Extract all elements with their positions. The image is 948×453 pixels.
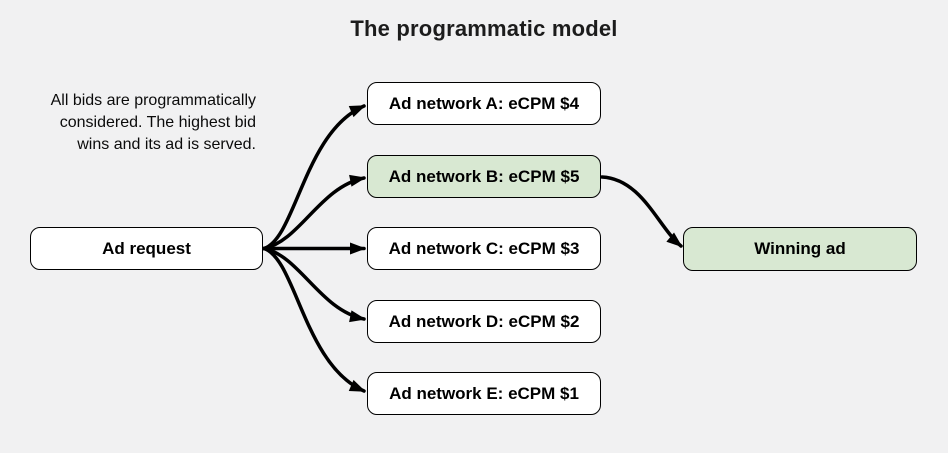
arrow-request-to-network-e xyxy=(262,246,366,393)
description-line: All bids are programmatically xyxy=(50,92,256,109)
description-line: considered. The highest bid xyxy=(59,114,256,131)
description-text: All bids are programmatically considered… xyxy=(51,90,256,156)
node-ad-network-d: Ad network D: eCPM $2 xyxy=(367,300,601,343)
description-line: wins and its ad is served. xyxy=(77,136,256,153)
arrow-network-b-to-winning-ad xyxy=(600,175,683,248)
node-ad-network-c: Ad network C: eCPM $3 xyxy=(367,227,601,270)
arrow-request-to-network-b xyxy=(262,174,366,251)
node-ad-network-b: Ad network B: eCPM $5 xyxy=(367,155,601,198)
arrow-request-to-network-a xyxy=(262,104,366,251)
node-ad-request: Ad request xyxy=(30,227,263,270)
node-winning-ad: Winning ad xyxy=(683,227,917,271)
node-ad-network-a: Ad network A: eCPM $4 xyxy=(367,82,601,125)
arrow-request-to-network-d xyxy=(262,246,366,323)
page-title: The programmatic model xyxy=(350,16,618,41)
node-ad-network-e: Ad network E: eCPM $1 xyxy=(367,372,601,415)
